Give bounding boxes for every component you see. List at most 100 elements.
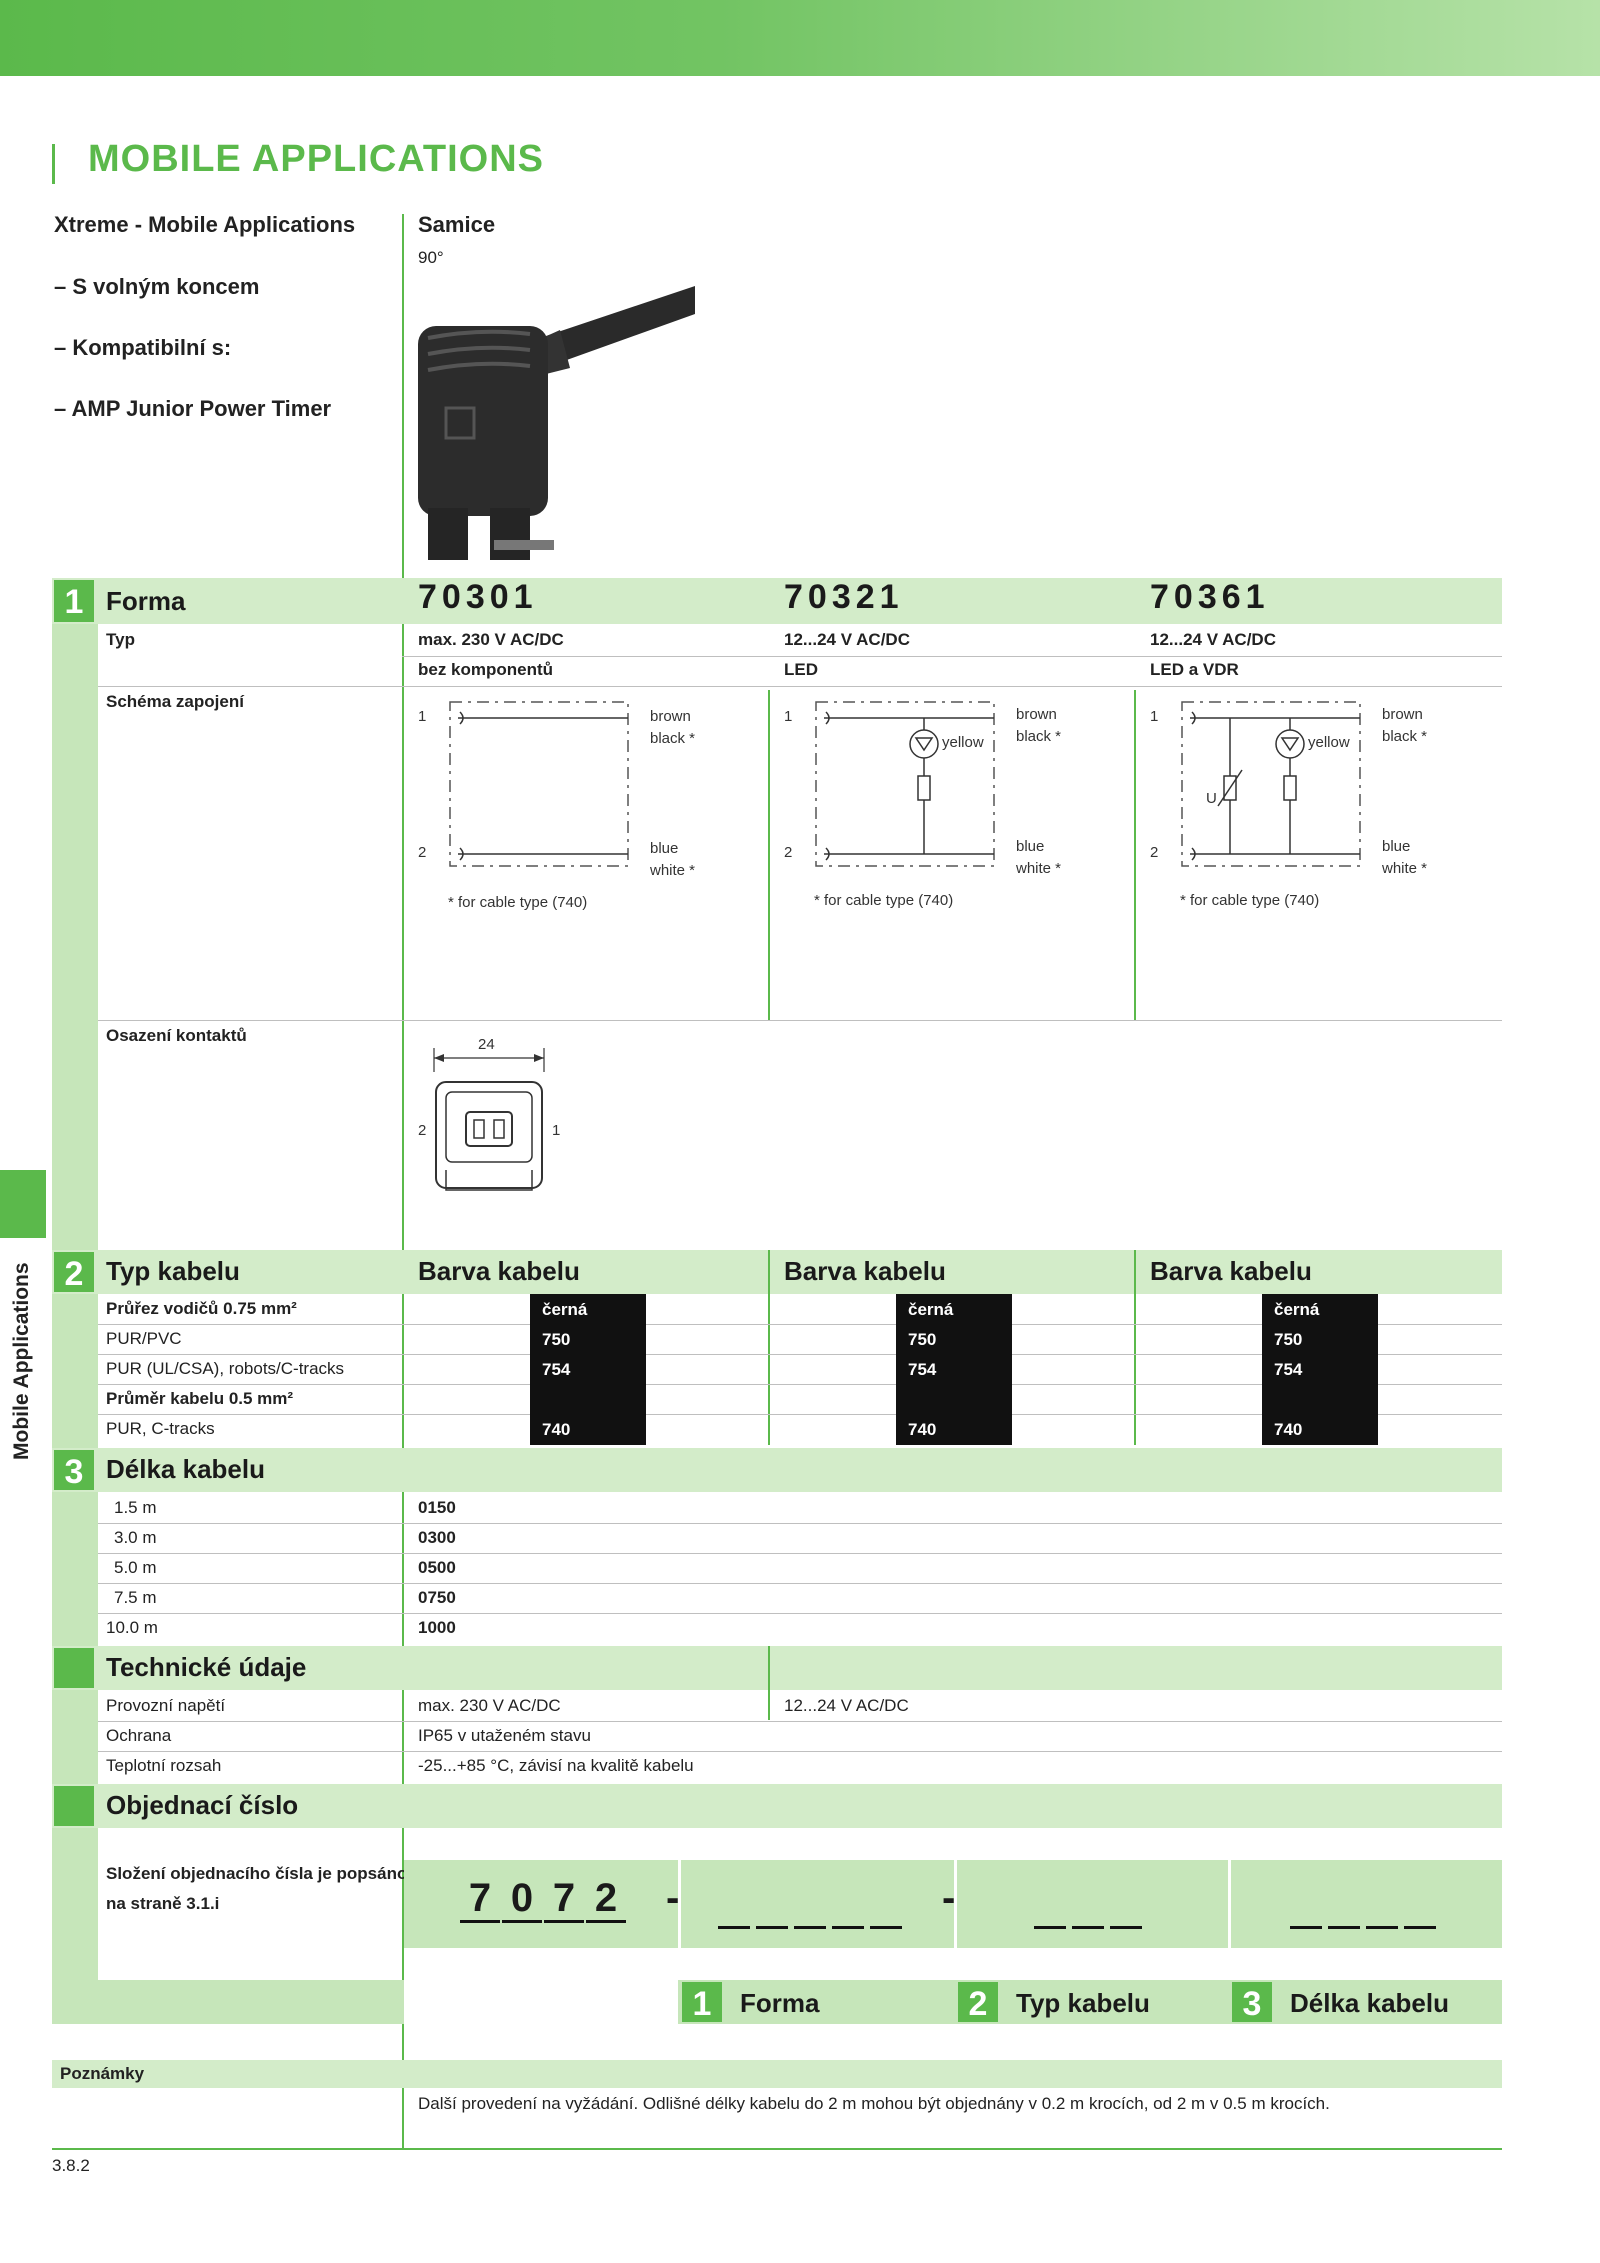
voltage-label: Provozní napětí <box>106 1696 226 1715</box>
voltage-value-b: 12...24 V AC/DC <box>784 1696 909 1715</box>
row-label-0: Průřez vodičů 0.75 mm² <box>106 1299 297 1318</box>
len-value-4: 1000 <box>418 1618 456 1637</box>
key-1-number: 1 <box>682 1982 722 2023</box>
len-value-3: 0750 <box>418 1588 456 1607</box>
divider-col3 <box>1134 690 1136 1020</box>
schema-rule <box>98 1020 1502 1021</box>
order-digit-4: 2 <box>586 1876 626 1923</box>
tech-band <box>52 1646 1502 1690</box>
cable-740-2: 740 <box>908 1420 937 1439</box>
product-angle: 90° <box>418 248 444 267</box>
component-70301: bez komponentů <box>418 660 554 679</box>
len-value-2: 0500 <box>418 1558 456 1577</box>
order-digit-1: 7 <box>460 1876 500 1923</box>
cable-color-col1: Barva kabelu <box>418 1256 580 1286</box>
divider-s2-col2 <box>768 1250 770 1445</box>
order-desc-1: Složení objednacího čísla je popsáno <box>106 1864 408 1883</box>
component-70321: LED <box>784 660 818 679</box>
divider-s2-col3 <box>1134 1250 1136 1445</box>
voltage-70321: 12...24 V AC/DC <box>784 630 910 649</box>
len-label-1: 3.0 m <box>114 1528 157 1547</box>
cable-750-1: 750 <box>542 1330 571 1349</box>
schema-70301: 1 2 brown black * blue white * * for cab… <box>418 690 758 930</box>
section3-band <box>52 1448 1502 1492</box>
voltage-value-a: max. 230 V AC/DC <box>418 1696 561 1715</box>
section2-title: Typ kabelu <box>106 1256 240 1286</box>
key-3-number: 3 <box>1232 1982 1272 2023</box>
cable-block-col2 <box>896 1294 1012 1445</box>
order-title: Objednací číslo <box>106 1790 299 1820</box>
tech-rule-2 <box>98 1751 1502 1752</box>
cable-740-1: 740 <box>542 1420 571 1439</box>
cable-754-1: 754 <box>542 1360 571 1379</box>
code-70321: 70321 <box>784 578 904 616</box>
temp-label: Teplotní rozsah <box>106 1756 222 1775</box>
order-blanks-forma <box>718 1886 908 1934</box>
cable-color-col2: Barva kabelu <box>784 1256 946 1286</box>
section1-title: Forma <box>106 586 186 616</box>
order-sep-1 <box>678 1860 681 1948</box>
cable-block-col3 <box>1262 1294 1378 1445</box>
cable-color-col3: Barva kabelu <box>1150 1256 1312 1286</box>
intro-line-2: – S volným koncem <box>54 274 260 299</box>
tech-rule-1 <box>98 1721 1502 1722</box>
cable-cerna-2: černá <box>908 1300 954 1319</box>
row-label-3: Průměr kabelu 0.5 mm² <box>106 1389 294 1408</box>
s3-rule-1 <box>98 1523 1502 1524</box>
voltage-70361: 12...24 V AC/DC <box>1150 630 1276 649</box>
schema-70361: 1 2 U yellow brown black * blue white * … <box>1150 690 1490 930</box>
s2-rule-1 <box>98 1324 1502 1325</box>
protection-value: IP65 v utaženém stavu <box>418 1726 591 1745</box>
cable-block-col1 <box>530 1294 646 1445</box>
tech-marker <box>54 1648 94 1688</box>
order-dash-2: - <box>942 1876 956 1920</box>
key-2-number: 2 <box>958 1982 998 2023</box>
s3-rule-3 <box>98 1583 1502 1584</box>
section1-band <box>52 578 1502 624</box>
cable-cerna-1: černá <box>542 1300 588 1319</box>
len-value-0: 0150 <box>418 1498 456 1517</box>
divider-left <box>402 214 404 2150</box>
key-3-label: Délka kabelu <box>1290 1988 1449 2018</box>
cable-754-2: 754 <box>908 1360 937 1379</box>
order-band <box>52 1784 1502 1828</box>
section2-number: 2 <box>54 1252 94 1293</box>
temp-value: -25...+85 °C, závisí na kvalitě kabelu <box>418 1756 694 1775</box>
protection-label: Ochrana <box>106 1726 172 1745</box>
section3-title: Délka kabelu <box>106 1454 265 1484</box>
title-rule <box>52 144 55 184</box>
len-value-1: 0300 <box>418 1528 456 1547</box>
top-banner <box>0 0 1600 76</box>
s2-rule-3 <box>98 1384 1502 1385</box>
page-number: 3.8.2 <box>52 2156 90 2175</box>
schema-70321: 1 2 yellow brown black * blue white * * … <box>784 690 1124 930</box>
cable-cerna-3: černá <box>1274 1300 1320 1319</box>
notes-band <box>52 2060 1502 2088</box>
schema-label: Schéma zapojení <box>106 692 244 711</box>
divider-col2 <box>768 690 770 1020</box>
order-desc-2: na straně 3.1.i <box>106 1894 220 1913</box>
order-digit-2: 0 <box>502 1876 542 1923</box>
order-blanks-cable <box>1034 1886 1148 1934</box>
component-rule <box>98 686 1502 687</box>
section3-number: 3 <box>54 1450 94 1491</box>
connector-photo <box>418 286 695 560</box>
order-marker <box>54 1786 94 1826</box>
cable-750-3: 750 <box>1274 1330 1303 1349</box>
order-sep-2 <box>954 1860 957 1948</box>
cable-754-3: 754 <box>1274 1360 1303 1379</box>
tech-title: Technické údaje <box>106 1652 307 1682</box>
left-column <box>52 578 98 2021</box>
intro-line-4: – AMP Junior Power Timer <box>54 396 332 421</box>
order-key-gap <box>404 1980 678 2024</box>
typ-rule <box>402 656 1502 657</box>
osazeni-label: Osazení kontaktů <box>106 1026 247 1045</box>
code-70301: 70301 <box>418 578 538 616</box>
key-2-label: Typ kabelu <box>1016 1988 1150 2018</box>
page-title: MOBILE APPLICATIONS <box>88 138 544 180</box>
s3-rule-4 <box>98 1613 1502 1614</box>
side-tab <box>0 1170 46 1238</box>
order-code-band <box>404 1860 1502 1948</box>
s2-rule-4 <box>98 1414 1502 1415</box>
